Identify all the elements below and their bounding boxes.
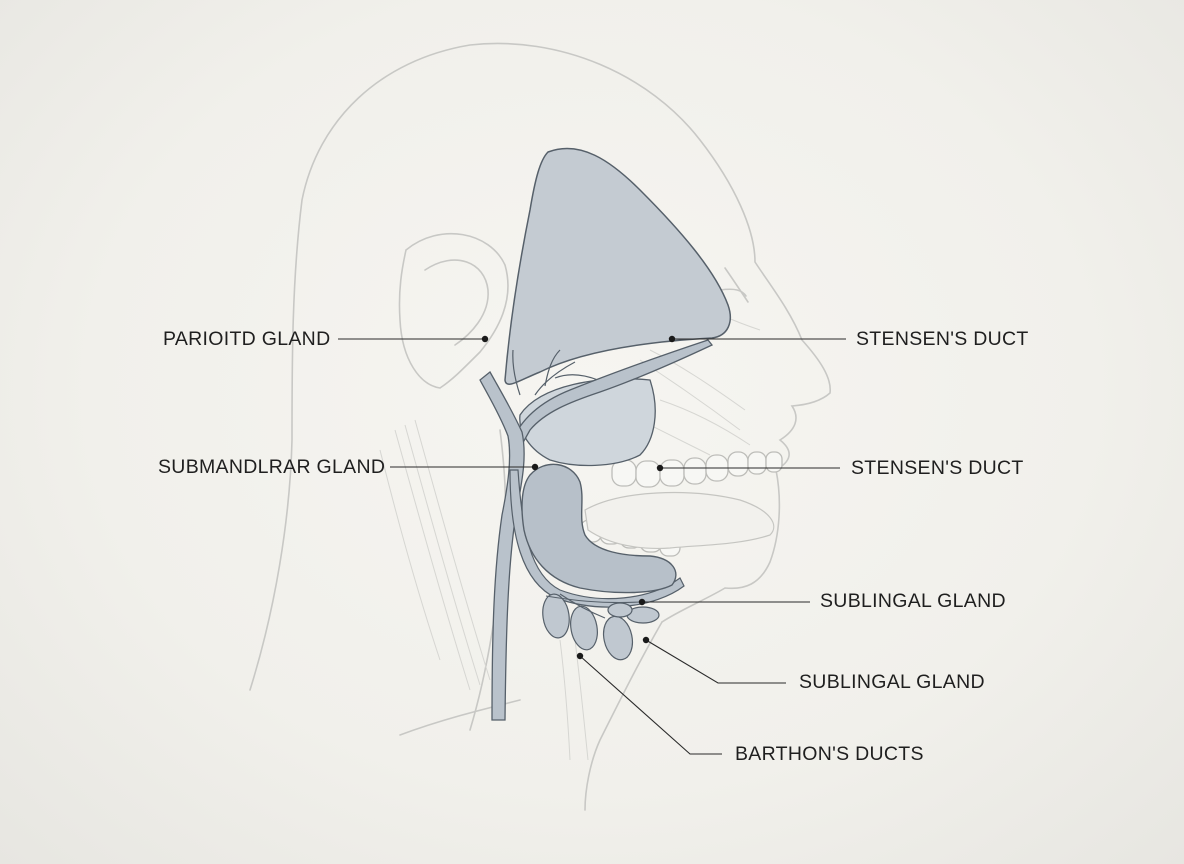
barthons-duct-lines bbox=[545, 593, 641, 619]
submandibular-gland-shape bbox=[521, 463, 677, 594]
label-parotid-gland: PARIOITD GLAND bbox=[163, 328, 331, 350]
neck-muscle-lines bbox=[379, 299, 761, 761]
submandibular-duct-tube bbox=[509, 469, 685, 608]
leader-dots bbox=[481, 335, 676, 660]
label-barthons-ducts: BARTHON'S DUCTS bbox=[735, 743, 924, 765]
sublingual-glands bbox=[542, 593, 660, 661]
label-submandibular-gland: SUBMANDLRAR GLAND bbox=[158, 456, 386, 478]
label-stensens-duct-lower: STENSEN'S DUCT bbox=[851, 457, 1024, 479]
main-duct-tube bbox=[479, 371, 525, 721]
label-stensens-duct-upper: STENSEN'S DUCT bbox=[856, 328, 1029, 350]
parotid-gland-shape bbox=[504, 147, 732, 385]
label-sublingual-gland-lower: SUBLINGAL GLAND bbox=[799, 671, 985, 693]
leader-lines bbox=[338, 338, 846, 755]
label-sublingual-gland-upper: SUBLINGAL GLAND bbox=[820, 590, 1006, 612]
tongue bbox=[584, 491, 775, 549]
parotid-duct-branches bbox=[512, 349, 599, 396]
